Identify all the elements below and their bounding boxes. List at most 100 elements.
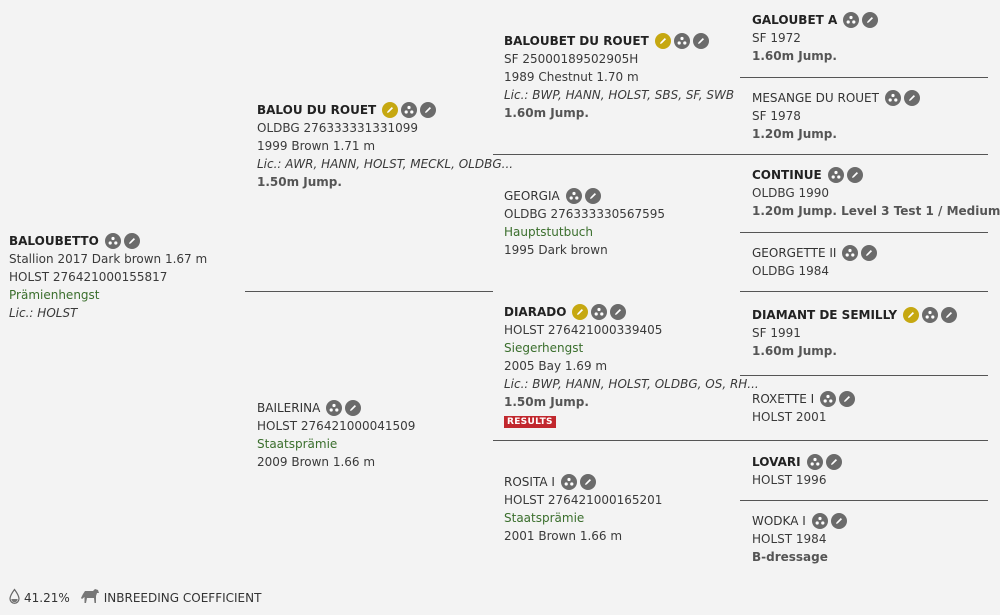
horse-dsd: ROXETTE I HOLST 2001 [752,390,856,426]
horse-details: 1989 Chestnut 1.70 m [504,70,639,84]
pedigree-icon[interactable] [843,11,860,28]
pedigree-icon[interactable] [842,244,859,261]
horse-ssd: MESANGE DU ROUET SF 1978 1.20m Jump. [752,89,920,143]
horse-performance: 1.50m Jump. [504,395,589,409]
horse-performance: 1.50m Jump. [257,175,342,189]
horse-root: BALOUBETTO Stallion 2017 Dark brown 1.67… [9,232,207,322]
horse-licenses: Lic.: HOLST [9,306,78,320]
edit-icon[interactable] [610,303,627,320]
divider-gen3-5 [740,375,988,376]
horse-registration: OLDBG 1990 [752,186,830,200]
horse-name[interactable]: BALOUBETTO [9,234,99,248]
edit-icon[interactable] [903,89,920,106]
edit-icon[interactable] [584,187,601,204]
pedigree-icon[interactable] [922,306,939,323]
horse-name[interactable]: BALOUBET DU ROUET [504,34,649,48]
edit-icon[interactable] [692,32,709,49]
horse-sds: CONTINUE OLDBG 1990 1.20m Jump. Level 3 … [752,166,1000,220]
horse-licenses: Lic.: BWP, HANN, HOLST, SBS, SF, SWB [504,88,735,102]
edit-icon[interactable] [579,473,596,490]
horse-registration: SF 1972 [752,31,801,45]
horse-award: Staatsprämie [504,511,585,525]
pedigree-icon[interactable] [104,232,121,249]
edit-icon[interactable] [861,244,878,261]
pedigree-icon[interactable] [806,453,823,470]
pedigree-icon[interactable] [326,399,343,416]
horse-name[interactable]: DIAMANT DE SEMILLY [752,308,898,322]
stallion-icon[interactable] [654,32,671,49]
horse-icon [80,588,100,607]
horse-registration: HOLST 276421000041509 [257,419,416,433]
pedigree-icon[interactable] [811,512,828,529]
horse-award: Siegerhengst [504,341,584,355]
inbreeding-value: 41.21% [24,590,70,605]
horse-registration: HOLST 276421000165201 [504,493,663,507]
pedigree-icon[interactable] [820,390,837,407]
edit-icon[interactable] [941,306,958,323]
pedigree-icon[interactable] [565,187,582,204]
edit-icon[interactable] [420,101,437,118]
droplet-icon [9,587,20,607]
edit-icon[interactable] [825,453,842,470]
stallion-icon[interactable] [382,101,399,118]
horse-dam-dam: ROSITA I HOLST 276421000165201 Staatsprä… [504,473,662,545]
horse-name[interactable]: GEORGIA [504,189,560,203]
stallion-icon[interactable] [903,306,920,323]
horse-performance: 1.20m Jump. [752,127,837,141]
pedigree-icon[interactable] [884,89,901,106]
edit-icon[interactable] [846,166,863,183]
horse-performance: 1.20m Jump. Level 3 Test 1 / Medium [752,204,1000,218]
horse-details: 2005 Bay 1.69 m [504,359,608,373]
inbreeding-footer: 41.21% INBREEDING COEFFICIENT [9,587,261,607]
results-badge[interactable]: RESULTS [504,416,556,428]
horse-licenses: Lic.: AWR, HANN, HOLST, MECKL, OLDBG... [257,157,514,171]
pedigree-icon[interactable] [827,166,844,183]
horse-registration: HOLST 276421000339405 [504,323,663,337]
divider-gen3-4 [740,291,988,292]
edit-icon[interactable] [123,232,140,249]
horse-name[interactable]: ROSITA I [504,475,555,489]
horse-registration: SF 25000189502905H [504,52,639,66]
pedigree-icon[interactable] [673,32,690,49]
divider-gen3-6 [740,440,988,441]
horse-registration: OLDBG 276333331331099 [257,121,419,135]
pedigree-icon[interactable] [401,101,418,118]
horse-dss: DIAMANT DE SEMILLY SF 1991 1.60m Jump. [752,306,958,360]
edit-icon[interactable] [839,390,856,407]
horse-name[interactable]: BALOU DU ROUET [257,103,377,117]
horse-details: Stallion 2017 Dark brown 1.67 m [9,252,208,266]
horse-name[interactable]: LOVARI [752,455,801,469]
edit-icon[interactable] [830,512,847,529]
horse-dam-sire: DIARADO HOLST 276421000339405 Siegerheng… [504,303,759,429]
horse-sss: GALOUBET A SF 1972 1.60m Jump. [752,11,879,65]
edit-icon[interactable] [862,11,879,28]
horse-dds: LOVARI HOLST 1996 [752,453,842,489]
horse-award: Hauptstutbuch [504,225,593,239]
horse-name[interactable]: DIARADO [504,305,567,319]
horse-registration: OLDBG 276333330567595 [504,207,666,221]
horse-name[interactable]: CONTINUE [752,168,822,182]
horse-name[interactable]: BAILERINA [257,401,321,415]
horse-performance: 1.60m Jump. [752,49,837,63]
horse-ddd: WODKA I HOLST 1984 B-dressage [752,512,847,566]
pedigree-icon[interactable] [591,303,608,320]
horse-sire-dam: GEORGIA OLDBG 276333330567595 Hauptstutb… [504,187,665,259]
stallion-icon[interactable] [572,303,589,320]
divider-gen3-3 [740,232,988,233]
horse-registration: OLDBG 1984 [752,264,830,278]
horse-name[interactable]: ROXETTE I [752,392,815,406]
horse-name[interactable]: GALOUBET A [752,13,838,27]
pedigree-icon[interactable] [560,473,577,490]
horse-dam: BAILERINA HOLST 276421000041509 Staatspr… [257,399,415,471]
horse-sire: BALOU DU ROUET OLDBG 276333331331099 199… [257,101,513,191]
divider-sire-dam [245,291,493,292]
horse-name[interactable]: GEORGETTE II [752,246,837,260]
horse-registration: HOLST 1984 [752,532,827,546]
horse-name[interactable]: MESANGE DU ROUET [752,91,879,105]
horse-performance: B-dressage [752,550,828,564]
divider-gen2-bottom [493,440,740,441]
edit-icon[interactable] [345,399,362,416]
divider-gen3-1 [740,77,988,78]
horse-performance: 1.60m Jump. [504,106,589,120]
horse-name[interactable]: WODKA I [752,514,806,528]
